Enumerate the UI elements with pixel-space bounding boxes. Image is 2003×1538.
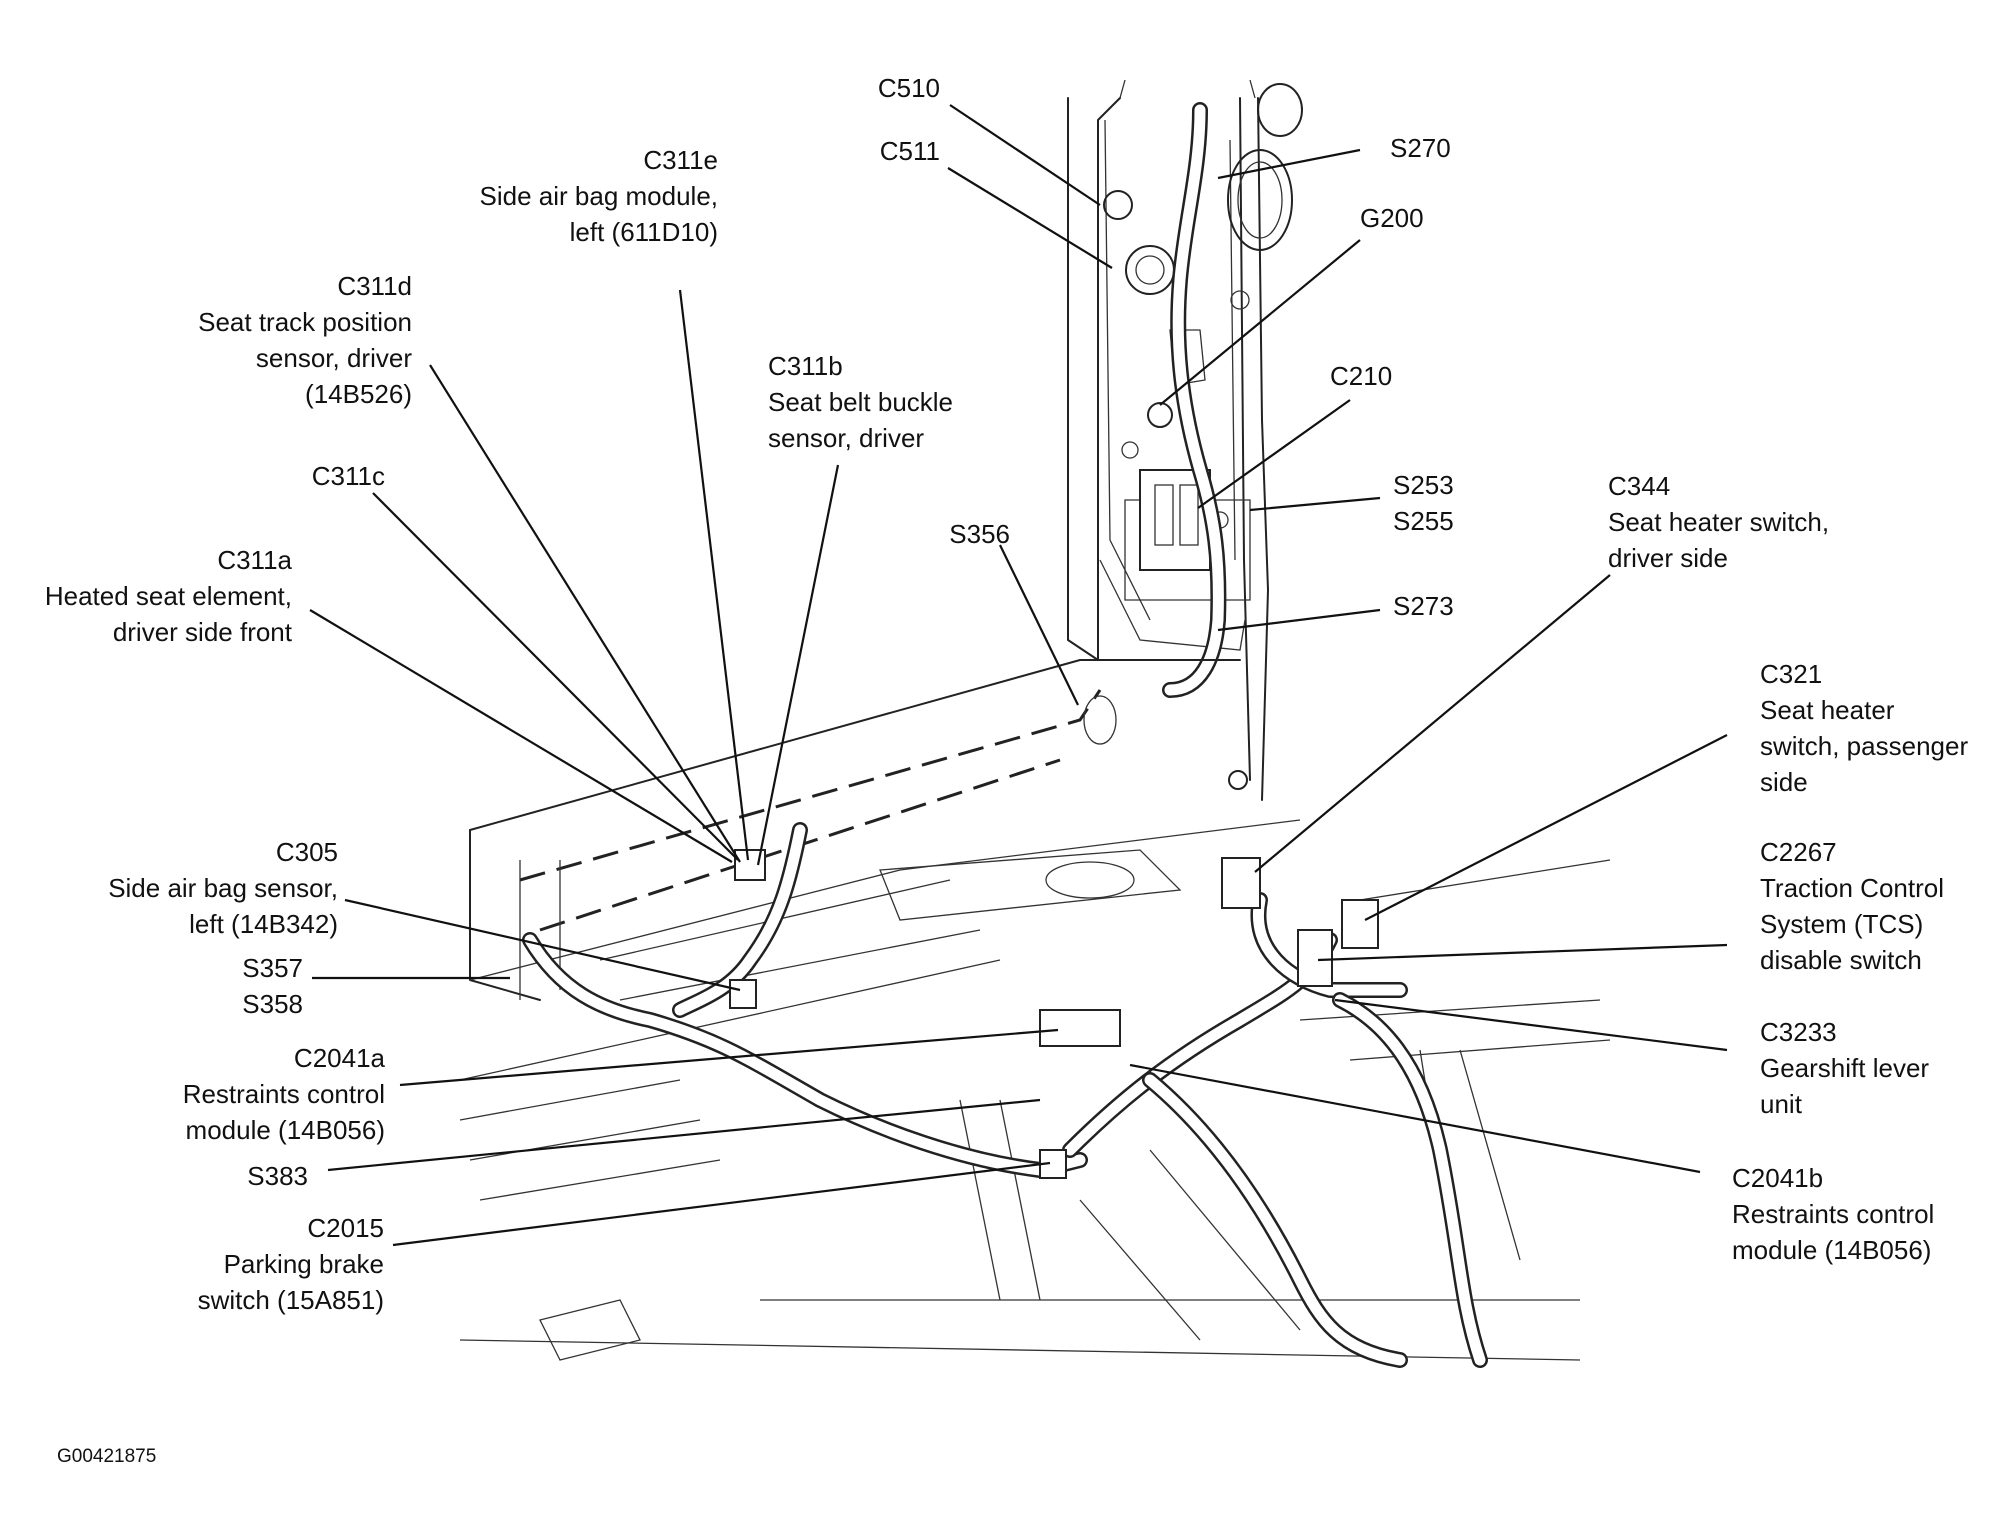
callout-c511: C511	[860, 133, 940, 169]
callout-code: C510	[877, 73, 940, 103]
callout-desc-line: driver side front	[112, 617, 292, 647]
pillar-harness	[1162, 102, 1227, 698]
callout-c311c: C311c	[260, 458, 385, 494]
callout-desc-line: Restraints control	[182, 1079, 385, 1109]
callout-desc-line: System (TCS)	[1760, 909, 1924, 939]
floor-pan	[459, 659, 1611, 1361]
callout-code: C2015	[307, 1213, 384, 1243]
callout-c311e: C311e Side air bag module, left (611D10)	[440, 142, 718, 250]
callout-s358: S358	[200, 986, 303, 1022]
callout-code: S270	[1390, 133, 1451, 163]
callout-desc-line: module (14B056)	[185, 1115, 385, 1145]
callout-s273: S273	[1393, 588, 1454, 624]
callout-desc-line: Heated seat element,	[44, 581, 292, 611]
callout-code: C2041b	[1732, 1163, 1824, 1193]
callout-desc-line: Seat track position	[198, 307, 412, 337]
callout-desc-line: unit	[1760, 1089, 1802, 1119]
callout-code: C311a	[217, 545, 292, 575]
callout-code: C311d	[337, 271, 412, 301]
callout-code: S255	[1393, 506, 1454, 536]
callout-code: C2267	[1760, 837, 1837, 867]
callout-desc-line: Restraints control	[1732, 1199, 1935, 1229]
callout-s383: S383	[200, 1158, 308, 1194]
callout-desc-line: module (14B056)	[1732, 1235, 1932, 1265]
callout-c510: C510	[860, 70, 940, 106]
figure-id: G00421875	[57, 1446, 157, 1467]
callout-c2267: C2267 Traction Control System (TCS) disa…	[1760, 834, 1944, 978]
callout-code: S357	[242, 953, 303, 983]
callout-code: S356	[949, 519, 1010, 549]
callout-desc-line: Side air bag sensor,	[108, 873, 338, 903]
callout-c321: C321 Seat heater switch, passenger side	[1760, 656, 1968, 800]
callout-g200: G200	[1360, 200, 1424, 236]
callout-c311d: C311d Seat track position sensor, driver…	[140, 268, 412, 412]
callout-desc-line: side	[1760, 767, 1808, 797]
callout-desc-line: switch (15A851)	[197, 1285, 384, 1315]
callout-c3233: C3233 Gearshift lever unit	[1760, 1014, 1929, 1122]
callout-code: C305	[275, 837, 338, 867]
leader-lines	[309, 104, 1728, 1247]
callout-code: S383	[247, 1161, 308, 1191]
callout-desc-line: disable switch	[1760, 945, 1922, 975]
callout-code: S253	[1393, 470, 1454, 500]
callout-desc-line: Gearshift lever	[1760, 1053, 1930, 1083]
callout-code: C2041a	[293, 1043, 385, 1073]
callout-s253: S253	[1393, 467, 1454, 503]
callout-desc-line: driver side	[1608, 543, 1728, 573]
callout-c210: C210	[1330, 358, 1392, 394]
callout-desc-line: Seat heater	[1760, 695, 1895, 725]
callout-code: G200	[1360, 203, 1424, 233]
callout-code: S273	[1393, 591, 1454, 621]
callout-code: C321	[1760, 659, 1823, 689]
callout-s270: S270	[1390, 130, 1451, 166]
callout-desc-line: sensor, driver	[768, 423, 925, 453]
callout-desc-line: (14B526)	[305, 379, 412, 409]
callout-code: C511	[879, 136, 940, 166]
callout-desc-line: left (14B342)	[189, 909, 338, 939]
callout-code: C311b	[768, 351, 843, 381]
callout-code: C210	[1330, 361, 1393, 391]
callout-desc-line: Parking brake	[223, 1249, 384, 1279]
floor-harness	[522, 822, 1488, 1368]
callout-desc-line: Traction Control	[1760, 873, 1944, 903]
callout-c311a: C311a Heated seat element, driver side f…	[20, 542, 292, 650]
callout-desc-line: switch, passenger	[1760, 731, 1969, 761]
callout-s357: S357	[200, 950, 303, 986]
callout-code: S358	[242, 989, 303, 1019]
callout-c305: C305 Side air bag sensor, left (14B342)	[60, 834, 338, 942]
callout-code: C344	[1608, 471, 1671, 501]
callout-code: C311c	[311, 461, 385, 491]
callout-desc-line: Seat belt buckle	[768, 387, 954, 417]
callout-desc-line: left (611D10)	[569, 217, 718, 247]
callout-s356: S356	[900, 516, 1010, 552]
callout-c344: C344 Seat heater switch, driver side	[1608, 468, 1829, 576]
callout-c2015: C2015 Parking brake switch (15A851)	[120, 1210, 384, 1318]
callout-code: C3233	[1760, 1017, 1837, 1047]
callout-desc-line: Side air bag module,	[479, 181, 718, 211]
callout-c311b: C311b Seat belt buckle sensor, driver	[768, 348, 953, 456]
callout-s255: S255	[1393, 503, 1454, 539]
callout-c2041b: C2041b Restraints control module (14B056…	[1732, 1160, 1934, 1268]
callout-c2041a: C2041a Restraints control module (14B056…	[100, 1040, 385, 1148]
callout-desc-line: Seat heater switch,	[1608, 507, 1830, 537]
callout-code: C311e	[643, 145, 718, 175]
callout-desc-line: sensor, driver	[255, 343, 412, 373]
